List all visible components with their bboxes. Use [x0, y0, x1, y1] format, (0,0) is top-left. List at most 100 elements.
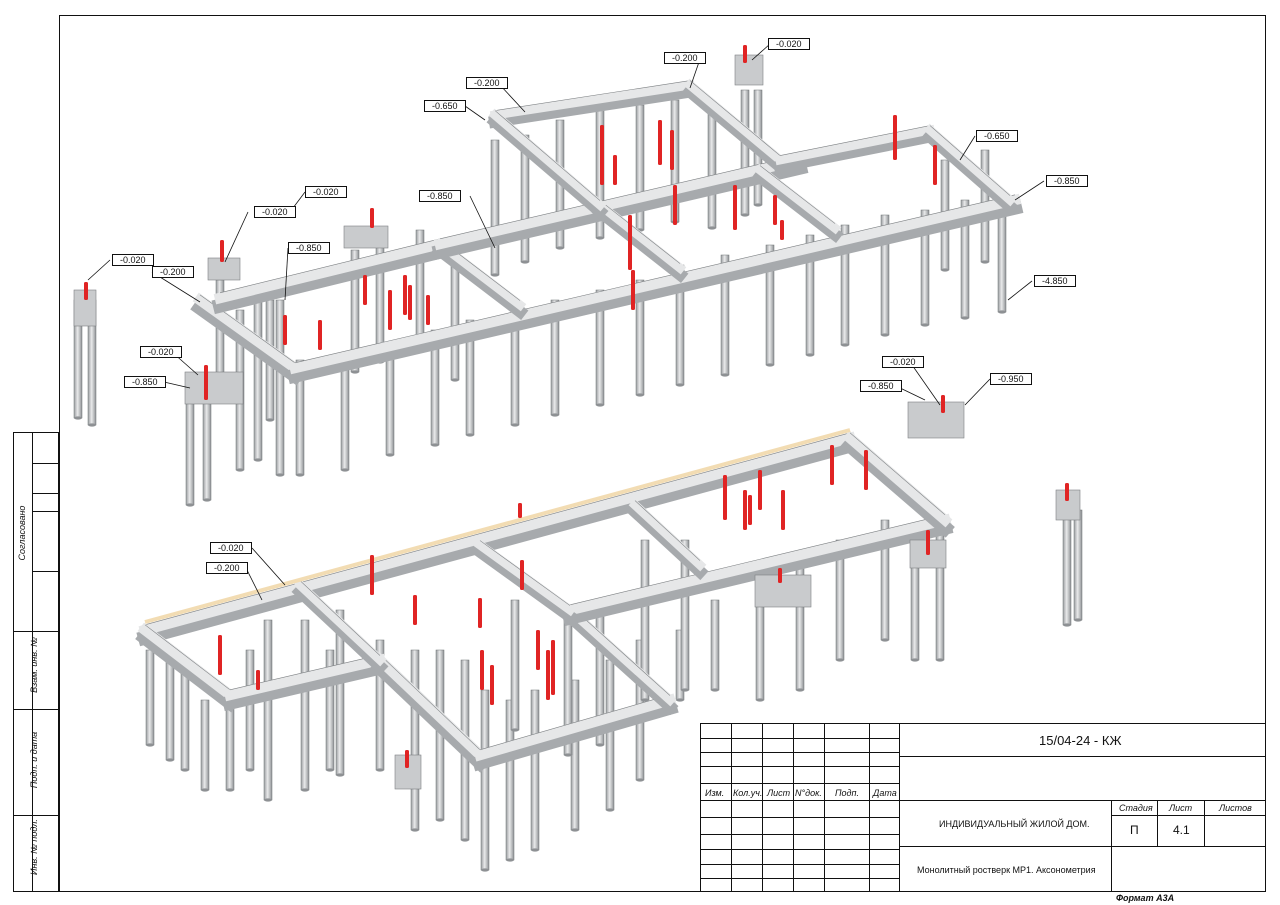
sheets-label: Листов — [1219, 803, 1252, 813]
leader-line — [464, 105, 486, 121]
elev-label: -0.850 — [1046, 175, 1088, 187]
stage-value: П — [1130, 823, 1139, 837]
elev-label: -0.020 — [254, 206, 296, 218]
beam-top — [489, 79, 696, 121]
beam-side — [221, 659, 389, 712]
pile — [225, 699, 235, 791]
hdr-podp: Подп. — [835, 788, 859, 798]
pile — [1073, 509, 1083, 621]
beam-edge — [229, 654, 381, 691]
rebar — [403, 275, 407, 315]
pile-base — [186, 503, 194, 507]
rebar — [370, 208, 374, 228]
beam-top — [137, 622, 238, 703]
rebar — [490, 665, 494, 705]
leader-line — [224, 211, 249, 263]
beam-edge — [219, 238, 441, 294]
pile-base — [481, 868, 489, 872]
rebar — [830, 445, 834, 485]
pile-base — [181, 768, 189, 772]
elev-label: -0.850 — [860, 380, 902, 392]
signature-date-label: Подп. и дата — [29, 731, 39, 789]
pile-base — [491, 273, 499, 277]
pile — [490, 139, 500, 276]
pile-base — [806, 353, 814, 357]
pile-base — [266, 418, 274, 422]
beam-edge — [929, 125, 1011, 196]
pile-base — [436, 818, 444, 822]
beam-side — [921, 128, 1019, 216]
side-stamp — [13, 432, 60, 892]
pile-base — [911, 658, 919, 662]
elev-label: -0.850 — [419, 190, 461, 202]
beam-edge — [299, 580, 381, 656]
sheet-value: 4.1 — [1173, 823, 1190, 837]
rebar — [941, 395, 945, 413]
rebar — [723, 475, 727, 520]
beam-side — [211, 243, 449, 315]
pile-base — [264, 798, 272, 802]
leader-line — [499, 84, 526, 113]
pile — [410, 649, 420, 831]
elev-label: -0.200 — [152, 266, 194, 278]
rebar — [480, 650, 484, 690]
beam-side — [471, 543, 579, 625]
pile-base — [431, 443, 439, 447]
rebar — [758, 470, 762, 510]
pile-base — [636, 393, 644, 397]
pile-base — [506, 858, 514, 862]
pile-base — [226, 788, 234, 792]
rebar — [536, 630, 540, 670]
beam-side — [471, 699, 679, 772]
pile-base — [681, 688, 689, 692]
beam-side — [626, 503, 709, 581]
leader-line — [689, 61, 700, 89]
pile-base — [511, 423, 519, 427]
pile-base — [881, 638, 889, 642]
pile — [480, 689, 490, 871]
pile-base — [981, 260, 989, 264]
beam-edge — [439, 154, 801, 240]
pile-base — [203, 498, 211, 502]
leader-line — [245, 567, 263, 601]
pile-base — [88, 423, 96, 427]
pile-base — [296, 473, 304, 477]
pile — [180, 669, 190, 771]
beam-edge — [689, 80, 781, 156]
doc-code: 15/04-24 - КЖ — [1039, 733, 1122, 748]
rebar — [670, 130, 674, 170]
beam-edge — [634, 500, 701, 561]
rebar — [864, 450, 868, 490]
pile-base — [166, 758, 174, 762]
pile-base — [351, 370, 359, 374]
pile-base — [596, 236, 604, 240]
beam-top — [288, 193, 1022, 375]
elev-label: -0.200 — [664, 52, 706, 64]
rebar — [405, 750, 409, 768]
pile — [530, 689, 540, 851]
rebar — [256, 670, 260, 690]
beam-edge — [294, 194, 1016, 364]
elev-label: -0.200 — [466, 77, 508, 89]
rebar — [631, 270, 635, 310]
pile-base — [676, 698, 684, 702]
beam-side — [486, 113, 609, 221]
beam-edge — [779, 125, 931, 156]
rebar — [628, 215, 632, 270]
rebar — [600, 125, 604, 185]
pile-base — [451, 378, 459, 382]
pile-base — [836, 658, 844, 662]
pile-base — [936, 658, 944, 662]
beam-side — [561, 519, 954, 627]
beam-top — [473, 538, 577, 617]
rebar — [1065, 483, 1069, 501]
beam-side — [431, 242, 529, 321]
rebar — [218, 635, 222, 675]
pile — [165, 659, 175, 761]
pile-base — [201, 788, 209, 792]
pile-base — [796, 688, 804, 692]
pile-base — [551, 413, 559, 417]
pile-base — [301, 788, 309, 792]
pile — [740, 89, 750, 216]
rebar — [318, 320, 322, 350]
